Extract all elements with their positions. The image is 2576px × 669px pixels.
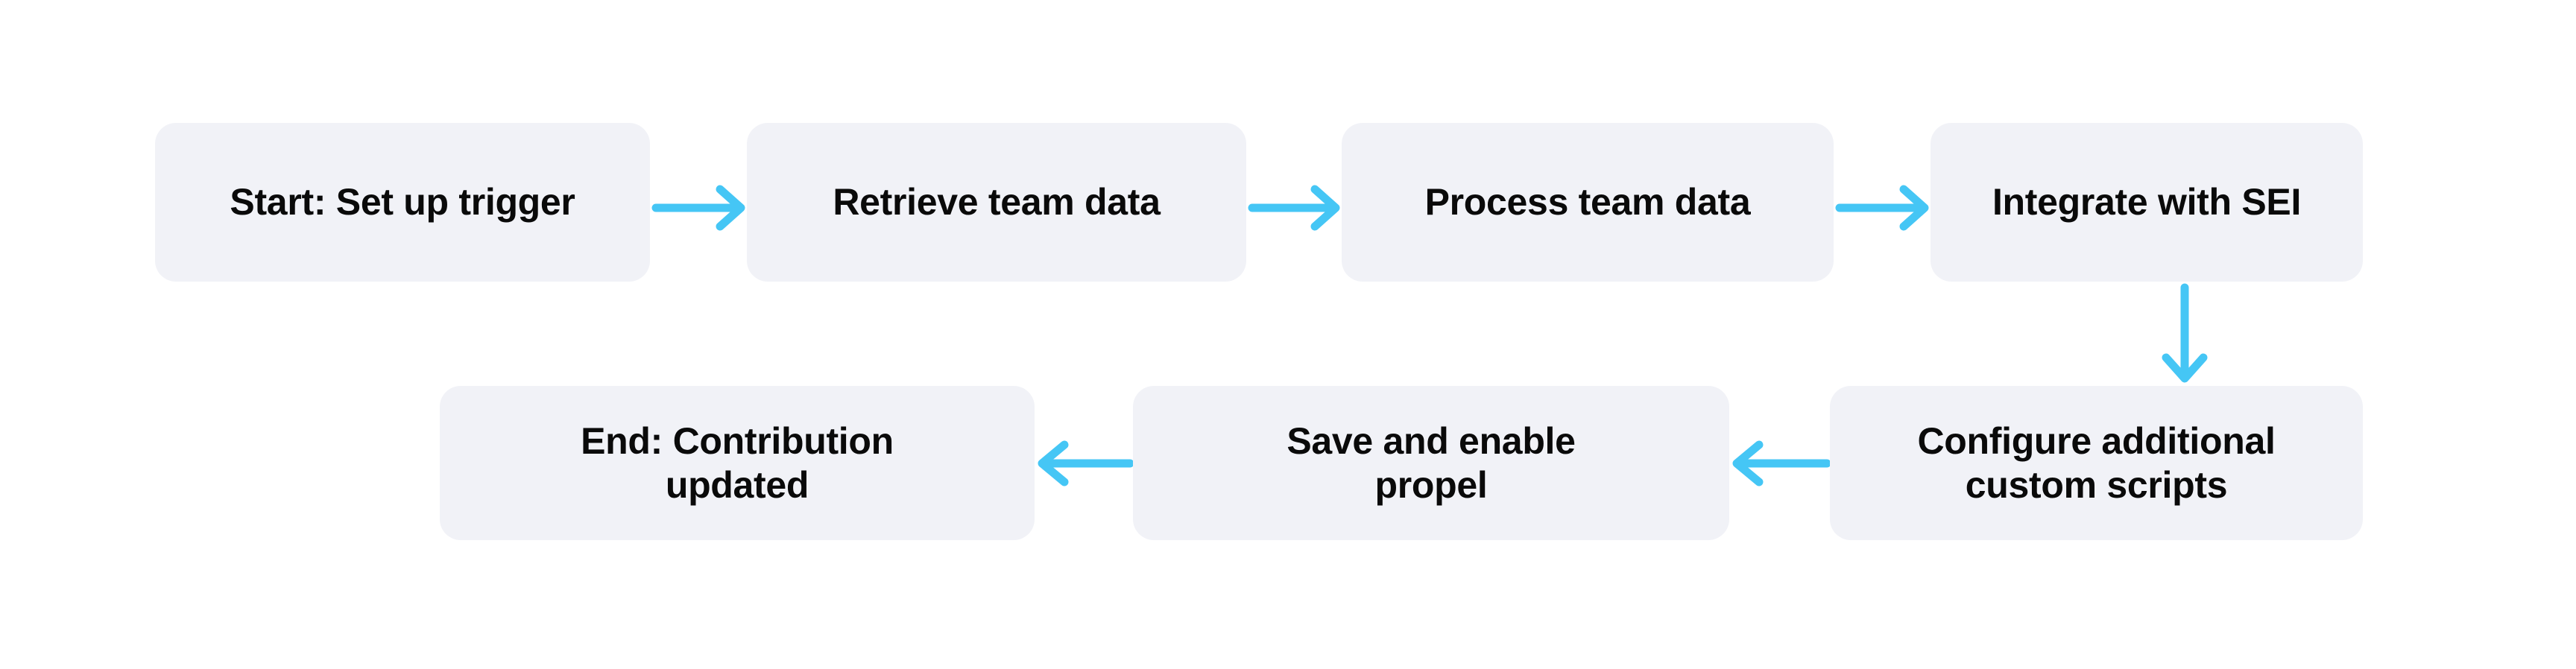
flow-node-integrate-with-sei[interactable]: Integrate with SEI [1931, 123, 2363, 282]
arrow-left-icon [1038, 440, 1134, 486]
flow-node-end-contribution-updated[interactable]: End: Contribution updated [440, 386, 1035, 540]
flow-edge-configure-to-save [1732, 440, 1831, 486]
flow-edge-retrieve-to-process [1248, 185, 1342, 231]
flow-edge-process-to-integrate [1835, 185, 1931, 231]
arrow-left-icon [1732, 440, 1831, 486]
arrow-right-icon [1835, 185, 1929, 231]
flow-node-label: Save and enable propel [1287, 419, 1576, 506]
flow-node-retrieve-team-data[interactable]: Retrieve team data [747, 123, 1246, 282]
flow-node-configure-custom-scripts[interactable]: Configure additional custom scripts [1830, 386, 2363, 540]
flow-edge-start-to-retrieve [651, 185, 747, 231]
flow-node-label: Configure additional custom scripts [1917, 419, 2276, 506]
flow-edge-save-to-end [1038, 440, 1134, 486]
flow-node-label: Integrate with SEI [1992, 181, 2302, 223]
arrow-right-icon [651, 185, 745, 231]
flow-node-label: Process team data [1424, 181, 1751, 223]
flow-edge-integrate-to-configure [2162, 283, 2208, 384]
arrow-right-icon [1248, 185, 1340, 231]
flow-node-label: Retrieve team data [833, 181, 1161, 223]
flow-node-save-and-enable-propel[interactable]: Save and enable propel [1133, 386, 1729, 540]
arrow-down-icon [2162, 283, 2208, 383]
flow-node-label: End: Contribution updated [581, 419, 894, 506]
flow-node-process-team-data[interactable]: Process team data [1342, 123, 1834, 282]
flow-node-start[interactable]: Start: Set up trigger [155, 123, 650, 282]
flow-node-label: Start: Set up trigger [230, 181, 575, 223]
